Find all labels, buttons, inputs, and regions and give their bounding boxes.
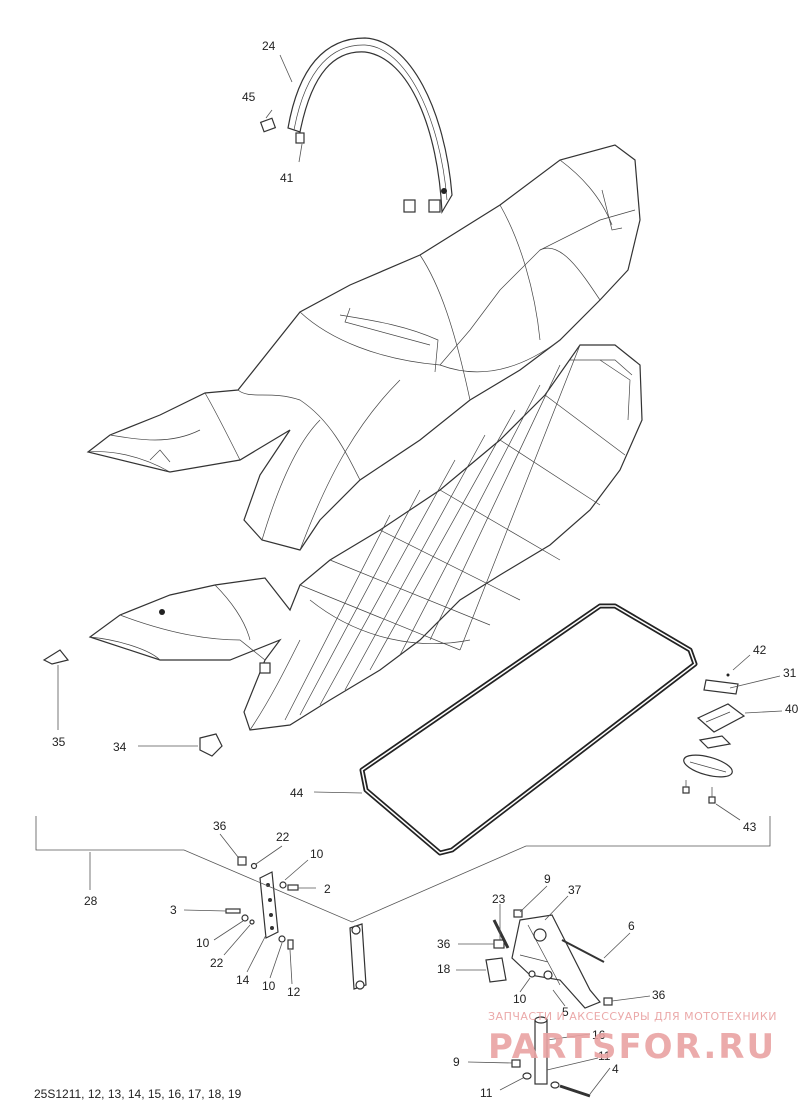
callout-37: 37 xyxy=(568,883,582,897)
callout-10: 10 xyxy=(262,979,276,993)
callout-11: 11 xyxy=(480,1086,493,1100)
callout-43: 43 xyxy=(743,820,757,834)
callout-12: 12 xyxy=(287,985,301,999)
diagram-reference: 25S1211, 12, 13, 14, 15, 16, 17, 18, 19 xyxy=(34,1087,242,1101)
callout-22: 22 xyxy=(210,956,224,970)
callout-6: 6 xyxy=(628,919,635,933)
callout-2: 2 xyxy=(324,882,331,896)
callout-40: 40 xyxy=(785,702,799,716)
callout-45: 45 xyxy=(242,90,256,104)
callout-9: 9 xyxy=(544,872,551,886)
seat-strap xyxy=(259,37,453,215)
latch-assembly xyxy=(682,673,746,804)
watermark-tagline: ЗАПЧАСТИ И АКСЕССУАРЫ ДЛЯ МОТОТЕХНИКИ xyxy=(488,1010,777,1023)
callout-14: 14 xyxy=(236,973,250,987)
callout-36: 36 xyxy=(213,819,227,833)
callout-22: 22 xyxy=(276,830,290,844)
watermark-brand: PARTSFOR.RU xyxy=(488,1027,776,1067)
seat-cushion xyxy=(86,144,641,551)
callout-36: 36 xyxy=(652,988,666,1002)
callout-10: 10 xyxy=(310,847,324,861)
callout-10: 10 xyxy=(196,936,210,950)
callout-24: 24 xyxy=(262,39,276,53)
callout-35: 35 xyxy=(52,735,66,749)
callout-3: 3 xyxy=(170,903,177,917)
callout-10: 10 xyxy=(513,992,527,1006)
cap-part-34 xyxy=(199,733,223,757)
callout-28: 28 xyxy=(84,894,98,908)
callout-36: 36 xyxy=(437,937,451,951)
callout-42: 42 xyxy=(753,643,767,657)
callout-34: 34 xyxy=(113,740,127,754)
callout-23: 23 xyxy=(492,892,506,906)
callout-16: 16 xyxy=(592,1028,606,1042)
callout-41: 41 xyxy=(280,171,294,185)
callout-11: 11 xyxy=(598,1049,611,1063)
seal-gasket xyxy=(359,603,698,856)
clip-part-35 xyxy=(42,649,70,665)
leader-lines xyxy=(35,54,783,1095)
callout-44: 44 xyxy=(290,786,304,800)
hinge-bracket-assembly xyxy=(485,909,613,1098)
callout-18: 18 xyxy=(437,962,451,976)
callout-labels: 24 45 41 42 31 40 35 34 44 43 36 22 10 2… xyxy=(52,39,799,1100)
callout-31: 31 xyxy=(783,666,797,680)
callout-4: 4 xyxy=(612,1062,619,1076)
watermark: ЗАПЧАСТИ И АКСЕССУАРЫ ДЛЯ МОТОТЕХНИКИ PA… xyxy=(488,1010,777,1067)
callout-9: 9 xyxy=(453,1055,460,1069)
callout-5: 5 xyxy=(562,1005,569,1019)
seat-base xyxy=(88,344,643,731)
